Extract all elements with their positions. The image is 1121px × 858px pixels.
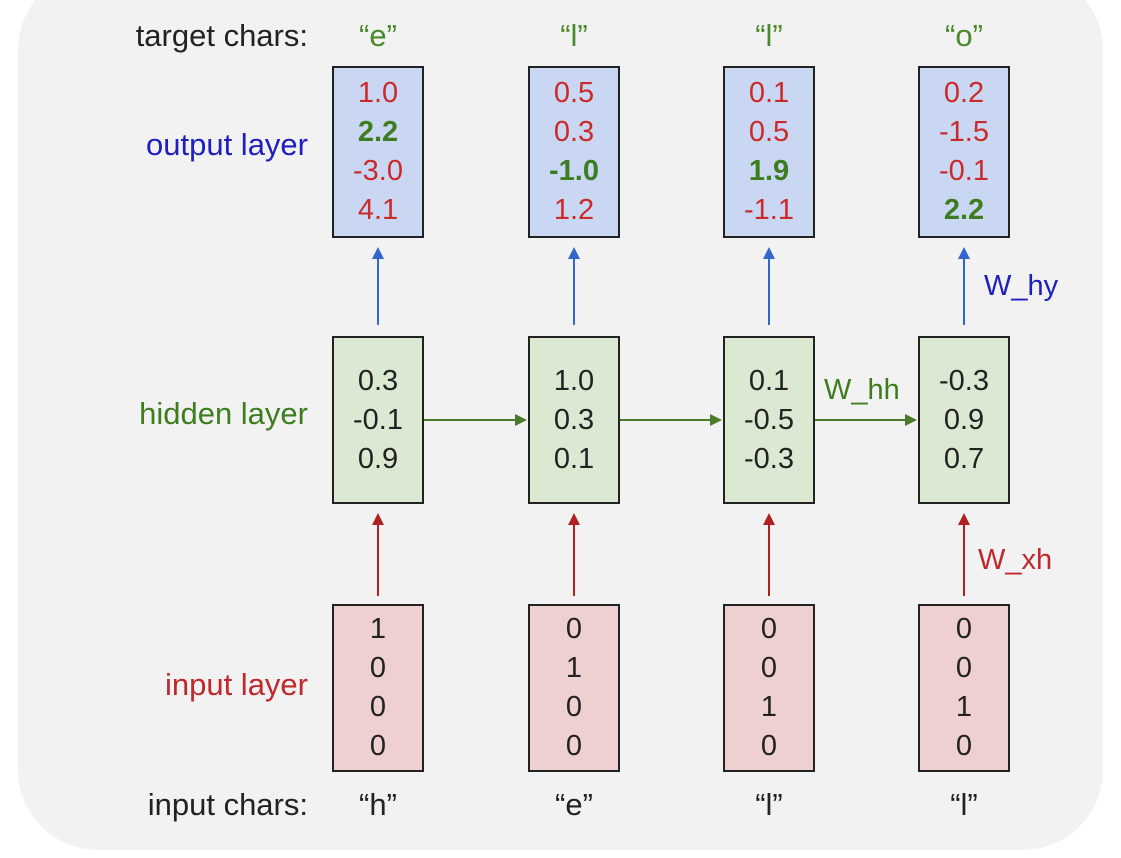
hidden-vector-1: 0.3 -0.1 0.9 <box>332 336 424 504</box>
output-value: 0.5 <box>553 77 595 109</box>
hidden-value: -0.3 <box>939 364 989 397</box>
input-vector-2: 0 1 0 0 <box>528 604 620 772</box>
input-value: 0 <box>565 691 583 723</box>
output-value: -3.0 <box>353 155 403 187</box>
hidden-value: 0.3 <box>357 364 399 397</box>
input-value: 0 <box>369 730 387 762</box>
hidden-value: 1.0 <box>553 364 595 397</box>
target-char-2: “l” <box>560 18 588 53</box>
w-xh-label: W_xh <box>978 544 1053 576</box>
input-char-2: “e” <box>555 787 593 822</box>
input-vector-1: 1 0 0 0 <box>332 604 424 772</box>
output-vector-2: 0.5 0.3 -1.0 1.2 <box>528 66 620 238</box>
output-vector-1: 1.0 2.2 -3.0 4.1 <box>332 66 424 238</box>
input-value: 0 <box>369 652 387 684</box>
input-value: 0 <box>369 691 387 723</box>
output-value: 0.1 <box>748 77 790 109</box>
input-layer-label: input layer <box>164 667 308 702</box>
output-value: 2.2 <box>943 194 985 226</box>
input-value: 0 <box>565 613 583 645</box>
input-value: 0 <box>955 613 973 645</box>
output-value: -0.1 <box>939 155 989 187</box>
hidden-value: 0.3 <box>553 403 595 436</box>
hidden-value: -0.1 <box>353 403 403 436</box>
input-value: 0 <box>955 652 973 684</box>
output-value: 2.2 <box>357 116 399 148</box>
input-value: 1 <box>760 691 778 723</box>
input-value: 1 <box>565 652 583 684</box>
hidden-vector-2: 1.0 0.3 0.1 <box>528 336 620 504</box>
target-char-1: “e” <box>359 18 397 53</box>
output-value: 0.2 <box>943 77 985 109</box>
input-value: 0 <box>955 730 973 762</box>
output-value: 0.5 <box>748 116 790 148</box>
output-value: 1.9 <box>748 155 790 187</box>
output-value: -1.1 <box>744 194 794 226</box>
output-value: 0.3 <box>553 116 595 148</box>
output-value: 1.2 <box>553 194 595 226</box>
output-value: 1.0 <box>357 77 399 109</box>
hidden-value: 0.7 <box>943 442 985 475</box>
target-chars-label: target chars: <box>135 18 308 53</box>
hidden-value: 0.9 <box>357 442 399 475</box>
hidden-value: -0.3 <box>744 442 794 475</box>
hidden-value: 0.1 <box>553 442 595 475</box>
target-char-4: “o” <box>945 18 983 53</box>
input-value: 1 <box>369 613 387 645</box>
input-char-3: “l” <box>755 787 783 822</box>
input-value: 0 <box>760 730 778 762</box>
w-hh-label: W_hh <box>824 374 900 406</box>
output-layer-label: output layer <box>146 127 308 162</box>
hidden-layer-label: hidden layer <box>139 396 308 431</box>
input-value: 0 <box>760 613 778 645</box>
input-value: 0 <box>760 652 778 684</box>
target-char-3: “l” <box>755 18 783 53</box>
input-vector-3: 0 0 1 0 <box>723 604 815 772</box>
w-hy-label: W_hy <box>984 270 1059 302</box>
hidden-value: 0.9 <box>943 403 985 436</box>
hidden-vector-4: -0.3 0.9 0.7 <box>918 336 1010 504</box>
input-char-1: “h” <box>359 787 397 822</box>
input-chars-label: input chars: <box>147 787 308 822</box>
input-value: 1 <box>955 691 973 723</box>
output-value: -1.5 <box>939 116 989 148</box>
output-value: -1.0 <box>549 155 599 187</box>
hidden-value: -0.5 <box>744 403 794 436</box>
input-value: 0 <box>565 730 583 762</box>
hidden-vector-3: 0.1 -0.5 -0.3 <box>723 336 815 504</box>
output-vector-4: 0.2 -1.5 -0.1 2.2 <box>918 66 1010 238</box>
input-vector-4: 0 0 1 0 <box>918 604 1010 772</box>
output-vector-3: 0.1 0.5 1.9 -1.1 <box>723 66 815 238</box>
hidden-value: 0.1 <box>748 364 790 397</box>
output-value: 4.1 <box>357 194 399 226</box>
input-char-4: “l” <box>950 787 978 822</box>
